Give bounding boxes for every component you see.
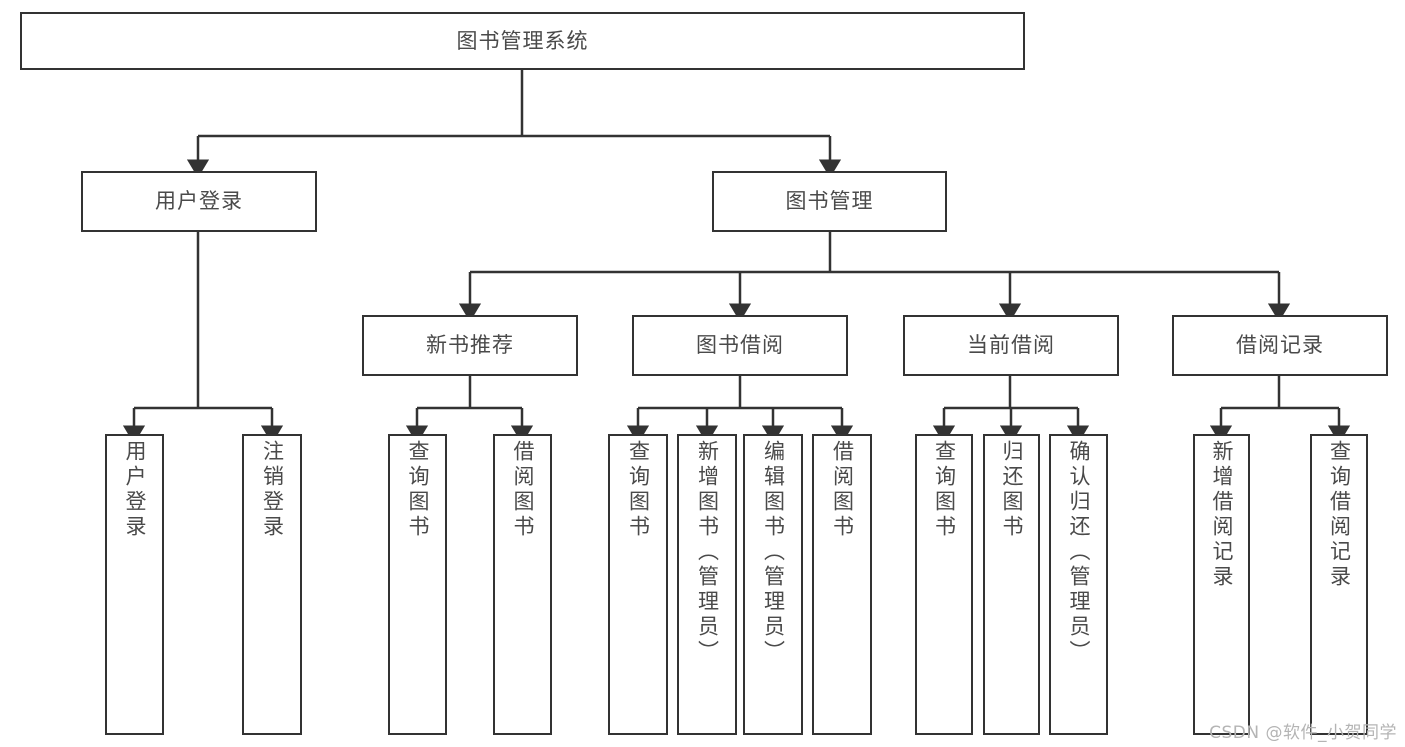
leaf-borrow-record-add[interactable]: 新增借阅记录 [1193,434,1250,735]
node-current-borrow-label: 当前借阅 [967,333,1055,358]
leaf-book-borrow-edit-label: 编辑图书（管理员） [761,440,786,665]
node-root-label: 图书管理系统 [456,28,589,53]
node-root-library-system[interactable]: 图书管理系统 [20,12,1025,70]
leaf-borrow-record-add-label: 新增借阅记录 [1210,440,1234,590]
leaf-book-borrow-query[interactable]: 查询图书 [608,434,668,735]
leaf-current-borrow-query-label: 查询图书 [932,440,957,540]
leaf-borrow-record-query[interactable]: 查询借阅记录 [1310,434,1368,735]
node-user-login[interactable]: 用户登录 [81,171,317,232]
leaf-book-borrow-borrow[interactable]: 借阅图书 [812,434,872,735]
leaf-new-book-borrow[interactable]: 借阅图书 [493,434,552,735]
leaf-book-borrow-add-label: 新增图书（管理员） [695,440,720,665]
leaf-book-borrow-edit[interactable]: 编辑图书（管理员） [743,434,803,735]
leaf-user-login-login-label: 用户登录 [123,440,147,540]
watermark-text: CSDN @软件_小贺同学 [1209,723,1397,743]
leaf-user-login-logout[interactable]: 注销登录 [242,434,302,735]
node-user-login-label: 用户登录 [155,189,243,214]
node-borrow-record[interactable]: 借阅记录 [1172,315,1388,376]
leaf-new-book-query[interactable]: 查询图书 [388,434,447,735]
leaf-user-login-logout-label: 注销登录 [260,440,285,540]
leaf-book-borrow-add[interactable]: 新增图书（管理员） [677,434,737,735]
node-current-borrow[interactable]: 当前借阅 [903,315,1119,376]
leaf-book-borrow-query-label: 查询图书 [626,440,651,540]
leaf-user-login-login[interactable]: 用户登录 [105,434,164,735]
node-book-management[interactable]: 图书管理 [712,171,947,232]
node-book-borrow[interactable]: 图书借阅 [632,315,848,376]
leaf-current-borrow-return[interactable]: 归还图书 [983,434,1040,735]
node-borrow-record-label: 借阅记录 [1236,333,1324,358]
node-book-management-label: 图书管理 [785,189,874,214]
leaf-current-borrow-confirm[interactable]: 确认归还（管理员） [1049,434,1108,735]
node-book-borrow-label: 图书借阅 [696,333,784,358]
node-new-book-recommend-label: 新书推荐 [426,333,514,358]
leaf-current-borrow-query[interactable]: 查询图书 [915,434,973,735]
leaf-borrow-record-query-label: 查询借阅记录 [1327,440,1352,590]
leaf-current-borrow-confirm-label: 确认归还（管理员） [1067,440,1091,665]
node-new-book-recommend[interactable]: 新书推荐 [362,315,578,376]
leaf-new-book-borrow-label: 借阅图书 [511,440,535,540]
leaf-current-borrow-return-label: 归还图书 [1000,440,1024,540]
leaf-new-book-query-label: 查询图书 [406,440,430,540]
leaf-book-borrow-borrow-label: 借阅图书 [830,440,855,540]
